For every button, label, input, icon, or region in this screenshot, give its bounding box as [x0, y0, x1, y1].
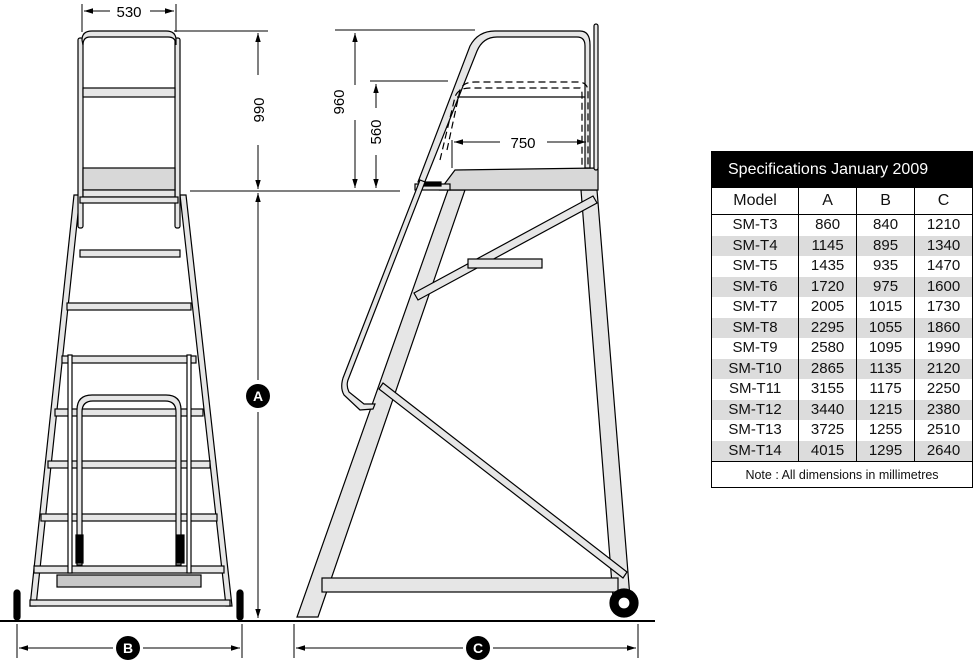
side-dimensions: [293, 29, 639, 658]
svg-text:B: B: [123, 640, 133, 656]
header-a: A: [798, 188, 858, 215]
side-midrail-height-label: 560: [368, 119, 385, 144]
cell-model: SM-T5: [710, 256, 800, 277]
cell-c: 1730: [914, 297, 973, 318]
svg-text:A: A: [253, 388, 263, 404]
cell-model: SM-T10: [710, 358, 800, 379]
cell-model: SM-T13: [710, 420, 800, 441]
cell-model: SM-T3: [710, 214, 800, 236]
header-model: Model: [710, 188, 800, 215]
cell-a: 2295: [798, 317, 858, 338]
cell-b: 1215: [856, 399, 916, 420]
cell-b: 975: [856, 276, 916, 297]
cell-model: SM-T4: [710, 235, 800, 256]
cell-a: 4015: [798, 440, 858, 462]
front-dimensions: [16, 4, 400, 658]
front-left-stile: [77, 37, 84, 229]
cell-model: SM-T14: [710, 440, 800, 462]
front-right-outer-leg: [179, 194, 233, 607]
side-front-leg: [296, 189, 466, 618]
front-top-handrail: [81, 30, 177, 46]
table-title: Specifications January 2009: [711, 151, 973, 188]
header-c: C: [914, 188, 973, 215]
table-note: Note : All dimensions in millimetres: [711, 461, 973, 488]
cell-a: 3155: [798, 379, 858, 400]
marker-c: C: [466, 636, 490, 660]
cell-model: SM-T7: [710, 297, 800, 318]
cell-b: 840: [856, 214, 916, 236]
cell-c: 2510: [914, 420, 973, 441]
front-right-stile: [174, 37, 181, 229]
cell-c: 2640: [914, 440, 973, 462]
front-width-label: 530: [116, 4, 141, 21]
cell-c: 2380: [914, 399, 973, 420]
cell-a: 860: [798, 214, 858, 236]
cell-a: 2580: [798, 338, 858, 359]
header-b: B: [856, 188, 916, 215]
side-handrail-height-label: 960: [331, 89, 348, 114]
cell-a: 1720: [798, 276, 858, 297]
cell-b: 1015: [856, 297, 916, 318]
cell-a: 3440: [798, 399, 858, 420]
cell-b: 1175: [856, 379, 916, 400]
cell-b: 1095: [856, 338, 916, 359]
cell-c: 2120: [914, 358, 973, 379]
specifications-table: Specifications January 2009 Model A B C …: [710, 151, 973, 488]
front-view: [13, 30, 244, 621]
cell-c: 1340: [914, 235, 973, 256]
cell-c: 1600: [914, 276, 973, 297]
cell-c: 1470: [914, 256, 973, 277]
cell-a: 1145: [798, 235, 858, 256]
platform-depth-label: 750: [510, 135, 535, 152]
marker-b: B: [116, 636, 140, 660]
front-handrail-height-label: 990: [251, 97, 268, 122]
cell-b: 1055: [856, 317, 916, 338]
side-platform: [438, 167, 599, 191]
cell-a: 2005: [798, 297, 858, 318]
cell-b: 895: [856, 235, 916, 256]
cell-model: SM-T12: [710, 399, 800, 420]
cell-b: 1135: [856, 358, 916, 379]
cell-model: SM-T9: [710, 338, 800, 359]
side-midrail-dashed: [439, 81, 589, 165]
svg-text:C: C: [473, 640, 483, 656]
cell-model: SM-T6: [710, 276, 800, 297]
cell-a: 2865: [798, 358, 858, 379]
cell-c: 1860: [914, 317, 973, 338]
cell-b: 1295: [856, 440, 916, 462]
cell-model: SM-T11: [710, 379, 800, 400]
cell-b: 935: [856, 256, 916, 277]
marker-a: A: [246, 384, 270, 408]
cell-c: 1210: [914, 214, 973, 236]
front-platform: [82, 167, 176, 191]
cell-c: 1990: [914, 338, 973, 359]
cell-model: SM-T8: [710, 317, 800, 338]
cell-a: 1435: [798, 256, 858, 277]
cell-c: 2250: [914, 379, 973, 400]
cell-b: 1255: [856, 420, 916, 441]
cell-a: 3725: [798, 420, 858, 441]
side-view: [296, 23, 639, 618]
side-handrail: [417, 30, 591, 185]
